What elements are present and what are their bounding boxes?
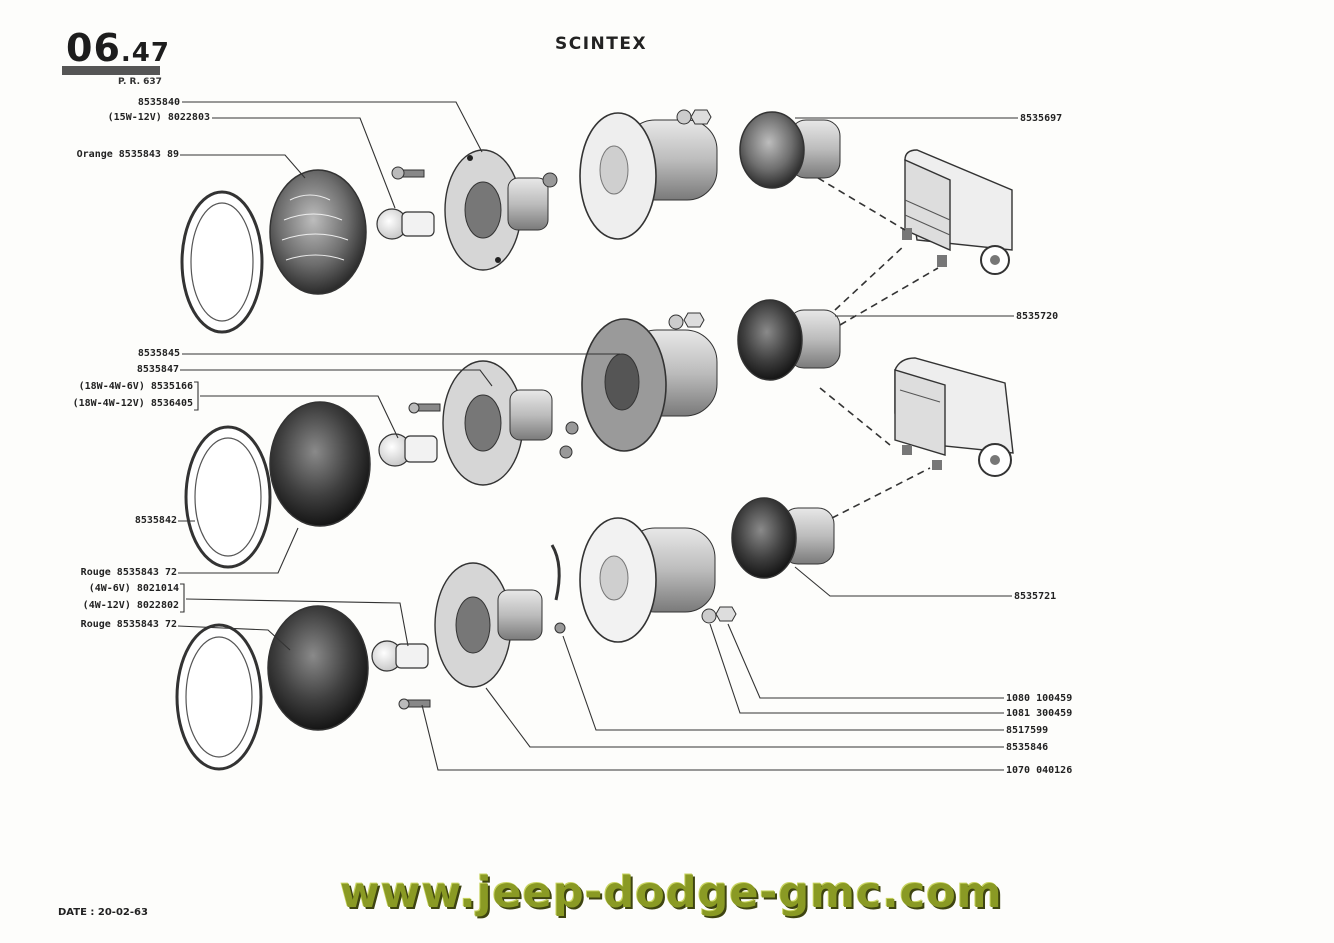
label-left-10: (4W-6V) 8021014 [88, 583, 179, 594]
lens-middle [269, 401, 371, 527]
label-left-2: (15W-12V) 8022803 [107, 112, 210, 123]
lens-rouge-bottom [267, 605, 369, 731]
brackets [180, 381, 199, 613]
label-left-6: (18W-4W-6V) 8535166 [78, 381, 193, 392]
label-left-5: 8535847 [136, 364, 179, 375]
label-left-8: 8535842 [134, 515, 177, 526]
row-top-assembly [180, 109, 841, 334]
housing-top [579, 112, 718, 240]
socket-plate-top [444, 149, 558, 271]
trailer-top-illustration [902, 149, 1013, 275]
screw-bottom [398, 698, 431, 710]
housing-middle [581, 318, 718, 452]
section-underline [62, 66, 160, 75]
label-left-1: 8535840 [137, 97, 180, 108]
nut-middle [668, 312, 705, 330]
label-right-1: 8535697 [1020, 113, 1063, 124]
marker-lamp-middle [737, 299, 841, 381]
label-left-11: (4W-12V) 8022802 [82, 600, 179, 611]
rim-ring-bottom-inner [185, 636, 253, 758]
pr-code: P. R. 637 [118, 77, 162, 87]
marker-lamp-top [739, 111, 841, 189]
label-right-5: 1081 300459 [1006, 708, 1073, 719]
nut-top [676, 109, 712, 125]
label-right-3: 8535721 [1014, 591, 1057, 602]
label-left-4: 8535845 [137, 348, 180, 359]
watermark-url: www.jeep-dodge-gmc.com [340, 868, 1003, 918]
label-right-6: 8517599 [1006, 725, 1049, 736]
label-right-4: 1080 100459 [1006, 693, 1073, 704]
label-right-8: 1070 040126 [1006, 765, 1073, 776]
nut-bottom [701, 606, 737, 624]
rim-ring-middle-inner [194, 437, 262, 557]
label-right-7: 8535846 [1006, 742, 1049, 753]
trailer-bottom-illustration [894, 357, 1014, 477]
lens-orange-ridges [281, 194, 349, 261]
label-left-9: Rouge 8535843 72 [80, 567, 177, 578]
lens-orange [269, 169, 367, 295]
section-number-sub: .47 [120, 38, 170, 68]
section-number-main: 06 [66, 26, 121, 70]
row-middle-assembly [184, 299, 841, 569]
row-bottom-assembly [175, 497, 835, 771]
page-title: SCINTEX [555, 34, 648, 54]
label-right-2: 8535720 [1016, 311, 1059, 322]
bulb-top [376, 208, 435, 240]
section-number: 06.47 [66, 26, 170, 70]
screw-middle [408, 402, 441, 414]
housing-bottom [579, 517, 716, 643]
socket-plate-bottom [434, 544, 566, 688]
bulb-bottom [371, 640, 429, 672]
label-left-12: Rouge 8535843 72 [80, 619, 177, 630]
rim-ring-top-inner [190, 202, 254, 322]
revision-date: DATE : 20-02-63 [58, 907, 148, 918]
bulb-middle [378, 433, 438, 467]
screw-top [391, 166, 425, 180]
socket-plate-middle [442, 360, 579, 486]
label-left-3: Orange 8535843 89 [76, 149, 179, 160]
label-left-7: (18W-4W-12V) 8536405 [72, 398, 193, 409]
leader-lines [177, 101, 1018, 771]
marker-lamp-bottom [731, 497, 835, 579]
